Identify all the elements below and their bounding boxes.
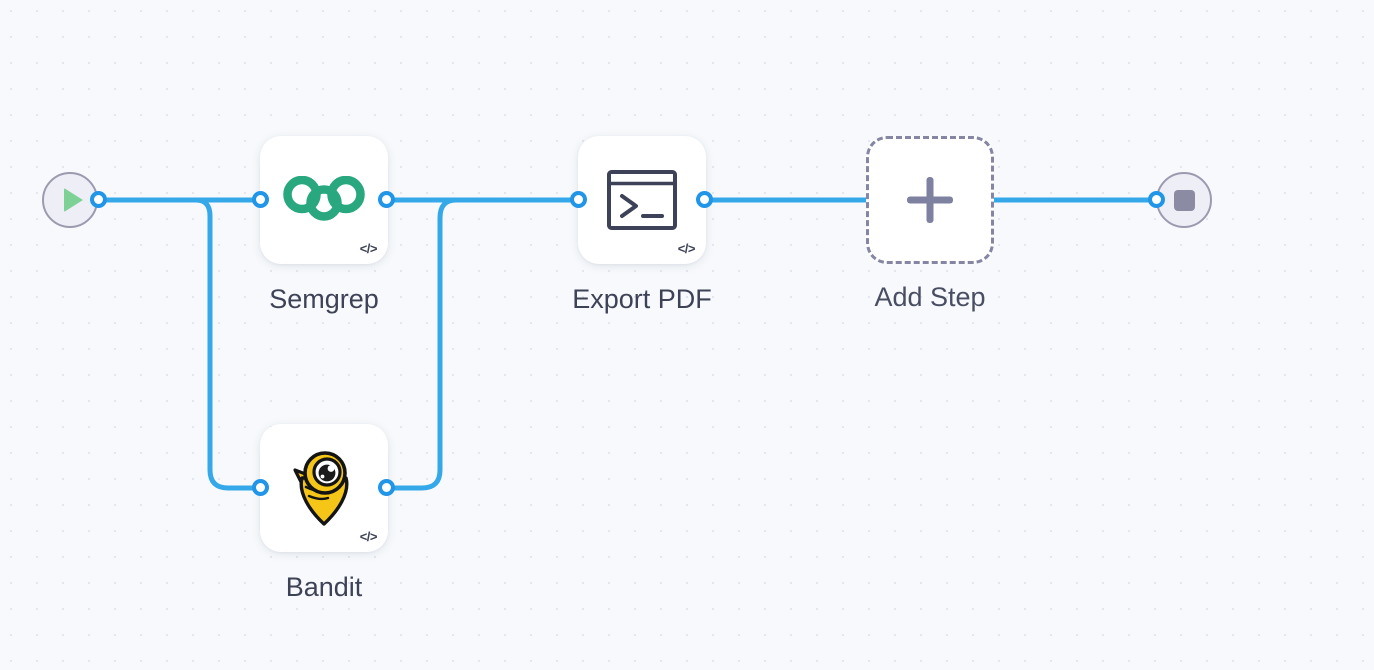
step-card-export-pdf[interactable]: </> [578,136,706,264]
code-badge-icon: </> [677,241,696,256]
semgrep-input-port[interactable] [252,191,269,208]
terminal-icon [607,170,677,230]
node-label-export-pdf: Export PDF [572,284,712,314]
node-label-semgrep: Semgrep [269,284,379,314]
edge-bandit-to-exportpdf [384,197,582,491]
bandit-input-port[interactable] [252,479,269,496]
play-icon [63,188,83,212]
export-pdf-output-port[interactable] [696,191,713,208]
node-label-bandit: Bandit [285,572,363,602]
end-node-input-port[interactable] [1148,191,1165,208]
start-node-output-port[interactable] [90,191,107,208]
step-card-semgrep[interactable]: </> [260,136,388,264]
bandit-logo-icon [293,451,349,526]
code-badge-icon: </> [359,241,378,256]
add-step-button[interactable] [866,136,994,264]
step-card-bandit[interactable]: </> [260,424,388,552]
end-node[interactable] [1156,172,1212,228]
plus-icon [907,177,953,223]
export-pdf-input-port[interactable] [570,191,587,208]
edge-start-to-bandit [96,197,264,491]
stop-icon [1173,189,1195,211]
semgrep-logo-icon [283,176,365,221]
bandit-output-port[interactable] [378,479,395,496]
node-label-add-step: Add Step [874,282,986,312]
start-node[interactable] [42,172,98,228]
code-badge-icon: </> [359,529,378,544]
semgrep-output-port[interactable] [378,191,395,208]
